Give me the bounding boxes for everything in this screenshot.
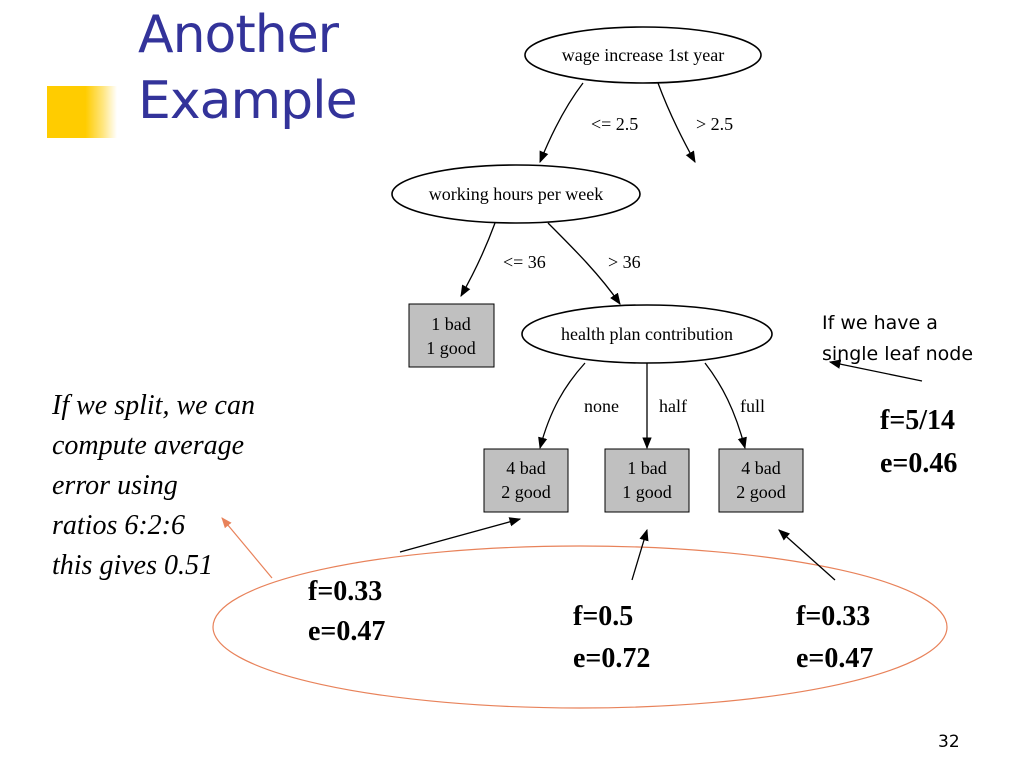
split-note-line-5: this gives 0.51	[52, 550, 213, 581]
stat-full-e: e=0.47	[796, 643, 873, 674]
node-health-plan-label: health plan contribution	[561, 324, 733, 344]
leaf-full: 4 bad 2 good	[718, 448, 804, 513]
leaf-full-bad: 4 bad	[741, 458, 781, 478]
edge-label-hours-gt: > 36	[608, 252, 641, 272]
single-leaf-note-line-1: If we have a	[822, 312, 938, 334]
split-note-line-3: error using	[52, 470, 178, 501]
node-health-plan: health plan contribution	[521, 304, 773, 364]
edge-hours-le	[460, 222, 496, 298]
node-wage-increase-label: wage increase 1st year	[562, 45, 724, 65]
edge-root-le	[539, 82, 584, 164]
node-working-hours-label: working hours per week	[429, 184, 603, 204]
page-number: 32	[938, 732, 960, 752]
leaf-hours-le-bad: 1 bad	[431, 314, 471, 334]
edge-label-half: half	[659, 396, 687, 416]
leaf-none-good: 2 good	[501, 482, 551, 502]
stat-none-arrow	[399, 517, 522, 553]
stat-half-e: e=0.72	[573, 643, 650, 674]
split-note: If we split, we can compute average erro…	[52, 386, 255, 586]
leaf-none-bad: 4 bad	[506, 458, 546, 478]
title-line-1: Another	[138, 5, 339, 65]
split-note-line-1: If we split, we can	[52, 390, 255, 421]
edge-hours-gt	[547, 222, 621, 305]
edge-label-root-gt: > 2.5	[696, 114, 733, 134]
stat-single-f: f=5/14	[880, 405, 955, 436]
split-note-line-2: compute average	[52, 430, 245, 461]
leaf-hours-le: 1 bad 1 good	[408, 303, 495, 368]
edge-label-full: full	[740, 396, 765, 416]
stat-full-arrow	[778, 529, 836, 581]
leaf-none: 4 bad 2 good	[483, 448, 569, 513]
title-accent-block	[47, 86, 117, 138]
leaf-full-good: 2 good	[736, 482, 786, 502]
single-leaf-note: If we have a single leaf node	[822, 308, 973, 370]
edge-label-none: none	[584, 396, 619, 416]
split-stats-ellipse	[212, 545, 948, 709]
edge-root-gt	[657, 82, 696, 164]
stat-single-e: e=0.46	[880, 448, 957, 479]
title-line-2: Example	[138, 71, 358, 131]
split-note-line-4: ratios 6:2:6	[52, 510, 185, 541]
stat-full-f: f=0.33	[796, 601, 870, 632]
slide-title: Another Example	[138, 2, 358, 134]
edge-health-full	[704, 362, 747, 450]
stat-half-f: f=0.5	[573, 601, 633, 632]
node-wage-increase: wage increase 1st year	[524, 26, 762, 84]
edge-label-hours-le: <= 36	[503, 252, 546, 272]
node-working-hours: working hours per week	[391, 164, 641, 224]
leaf-half-good: 1 good	[622, 482, 672, 502]
single-leaf-note-line-2: single leaf node	[822, 343, 974, 365]
stat-none-f: f=0.33	[308, 576, 382, 607]
single-leaf-arrow	[828, 359, 923, 382]
stat-none-e: e=0.47	[308, 616, 385, 647]
stat-half-arrow	[631, 528, 649, 581]
edge-label-root-le: <= 2.5	[591, 114, 638, 134]
leaf-hours-le-good: 1 good	[426, 338, 476, 358]
ellipse-to-note-arrow	[221, 517, 273, 579]
leaf-half: 1 bad 1 good	[604, 448, 690, 513]
leaf-half-bad: 1 bad	[627, 458, 667, 478]
edge-health-none	[538, 362, 586, 450]
